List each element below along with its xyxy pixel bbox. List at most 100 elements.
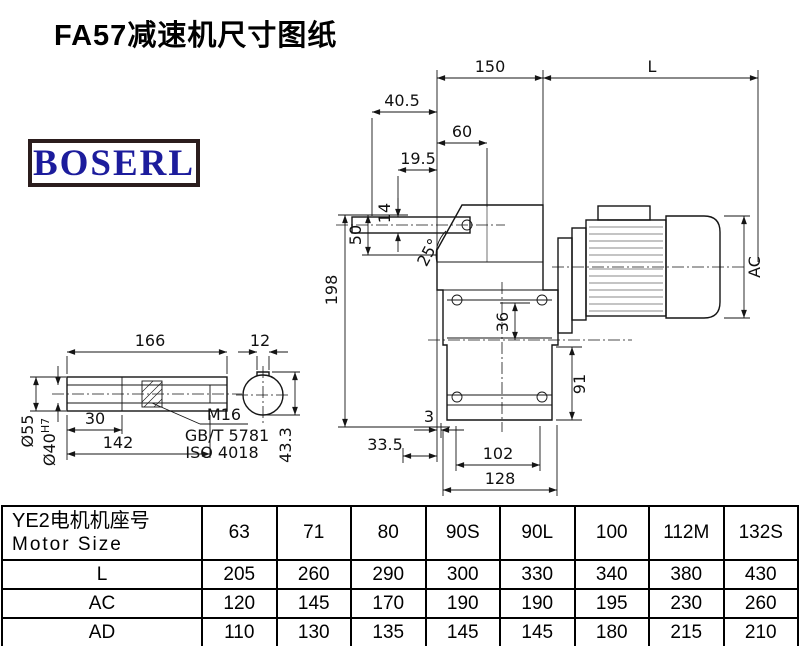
table-cell: 380 — [648, 559, 725, 590]
table-header-row: YE2电机机座号 Motor Size 63 71 80 90S 90L 100… — [1, 505, 799, 561]
input-shaft — [351, 216, 471, 234]
motor — [552, 205, 744, 334]
dim-label-L: L — [648, 57, 657, 76]
table-cell: 330 — [499, 559, 576, 590]
col-header-100: 100 — [573, 505, 650, 561]
dim-14: 14 — [375, 198, 401, 252]
col-header-90s: 90S — [424, 505, 501, 561]
dim-102: 102 — [455, 426, 541, 471]
dim-label-198: 198 — [322, 275, 341, 306]
motor-adapter — [557, 237, 573, 334]
table-cell: 215 — [648, 617, 725, 646]
col-header-112m: 112M — [648, 505, 725, 561]
table-cell: 260 — [275, 559, 352, 590]
table-cell: 195 — [573, 588, 650, 619]
table-cell: 120 — [201, 588, 278, 619]
col-header-63: 63 — [201, 505, 278, 561]
table-row-L: L 205 260 290 300 330 340 380 430 — [1, 559, 799, 590]
table-cell: 210 — [722, 617, 799, 646]
dim-label-33-5: 33.5 — [367, 435, 403, 454]
table-header-cell: YE2电机机座号 Motor Size — [1, 505, 203, 561]
fan-cowl — [665, 215, 721, 319]
dim-128: 128 — [442, 425, 558, 496]
flange-bolt-hole — [536, 294, 548, 306]
gearbox-housing — [336, 204, 632, 432]
table-row-AD: AD 110 130 135 145 145 180 215 210 — [1, 617, 799, 646]
col-header-90l: 90L — [499, 505, 576, 561]
table-header-en: Motor Size — [12, 534, 123, 556]
dim-dia40: Ø40H7 — [39, 366, 61, 466]
dim-label-102: 102 — [483, 444, 514, 463]
table-cell: 190 — [424, 588, 501, 619]
dim-label-dia55: Ø55 — [18, 415, 37, 448]
motor-size-table: YE2电机机座号 Motor Size 63 71 80 90S 90L 100… — [1, 505, 799, 646]
boserl-logo-text: BOSERL — [32, 142, 196, 184]
dim-label-91: 91 — [570, 374, 589, 394]
table-cell: 205 — [201, 559, 278, 590]
thread-note: M16 GB/T 5781 ISO 4018 — [151, 402, 269, 462]
dim-L: L — [543, 57, 759, 262]
table-cell: 135 — [350, 617, 427, 646]
dim-label-166: 166 — [135, 331, 166, 350]
table-cell: 190 — [499, 588, 576, 619]
row-label-AD: AD — [1, 617, 203, 646]
dim-150: 150 — [436, 57, 544, 462]
table-cell: 300 — [424, 559, 501, 590]
dim-label-dia40: Ø40H7 — [39, 418, 59, 466]
dim-label-25deg: 25° — [413, 235, 443, 269]
motor-body — [585, 219, 667, 317]
dim-43-3: 43.3 — [266, 371, 300, 463]
dim-40-5: 40.5 — [371, 91, 437, 216]
dim-label-50: 50 — [346, 225, 365, 245]
table-cell: 145 — [275, 588, 352, 619]
standard-gbt: GB/T 5781 — [185, 426, 269, 445]
dim-label-AC: AC — [745, 256, 764, 278]
terminal-box — [597, 205, 651, 221]
leader-line — [151, 402, 201, 425]
page-title: FA57减速机尺寸图纸 — [54, 20, 338, 52]
row-label-AC: AC — [1, 588, 203, 619]
dim-19-5: 19.5 — [397, 149, 437, 212]
table-cell: 230 — [648, 588, 725, 619]
dim-label-40-5: 40.5 — [384, 91, 420, 110]
dim-166: 166 — [66, 331, 228, 374]
dim-label-36: 36 — [493, 312, 512, 332]
motor-cooling-fins — [589, 226, 663, 312]
dim-label-3: 3 — [424, 407, 434, 426]
dim-198: 198 — [322, 215, 450, 428]
dim-50: 50 — [338, 214, 436, 256]
table-cell: 430 — [722, 559, 799, 590]
angle-arc — [435, 230, 447, 264]
motor-flange — [571, 227, 587, 321]
shaft-section-view — [236, 366, 290, 424]
col-header-80: 80 — [350, 505, 427, 561]
table-cell: 145 — [424, 617, 501, 646]
boserl-logo: BOSERL — [28, 139, 200, 187]
table-cell: 180 — [573, 617, 650, 646]
table-cell: 290 — [350, 559, 427, 590]
flange-bolt-hole — [451, 294, 463, 306]
dim-label-43-3: 43.3 — [276, 427, 295, 463]
housing-outline — [436, 204, 559, 421]
keyway-hatch — [141, 380, 163, 408]
flange-bolt-hole — [536, 391, 548, 403]
dim-label-30: 30 — [85, 409, 105, 428]
dim-label-12: 12 — [250, 331, 270, 350]
dim-label-150: 150 — [475, 57, 506, 76]
standard-iso: ISO 4018 — [185, 443, 258, 462]
flange-bolt-hole — [461, 219, 473, 231]
table-cell: 110 — [201, 617, 278, 646]
table-header-cn: YE2电机机座号 — [12, 510, 150, 533]
dim-AC: AC — [724, 215, 764, 319]
dim-33-5: 33.5 — [367, 435, 437, 463]
table-cell: 130 — [275, 617, 352, 646]
dim-label-128: 128 — [485, 469, 516, 488]
thread-spec: M16 — [207, 405, 241, 424]
col-header-132s: 132S — [722, 505, 799, 561]
dim-label-142: 142 — [103, 433, 134, 452]
hollow-shaft-detail — [52, 376, 242, 412]
col-header-71: 71 — [275, 505, 352, 561]
keyway-block — [141, 380, 163, 408]
dim-label-19-5: 19.5 — [400, 149, 436, 168]
table-row-AC: AC 120 145 170 190 190 195 230 260 — [1, 588, 799, 619]
